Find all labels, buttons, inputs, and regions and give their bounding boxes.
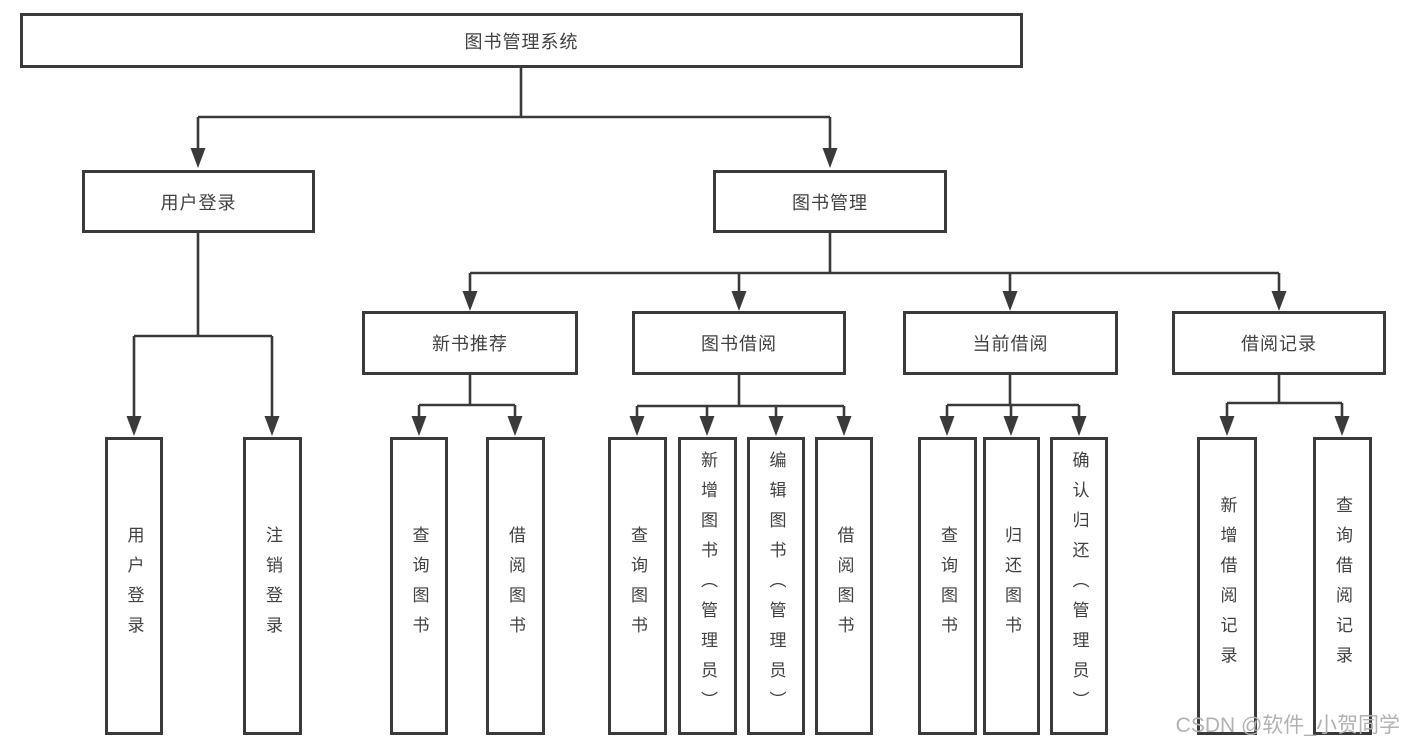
leaf-query-books-3: 查询图书 [918, 437, 977, 735]
leaf-add-book-admin: 新增图书（管理员） [678, 437, 737, 735]
leaf-borrow-books-1: 借阅图书 [486, 437, 545, 735]
leaf-logout: 注销登录 [243, 437, 302, 735]
leaf-confirm-return-admin: 确认归还（管理员） [1050, 437, 1108, 735]
node-book-management: 图书管理 [713, 170, 947, 233]
node-book-borrow: 图书借阅 [632, 311, 846, 375]
leaf-return-book: 归还图书 [983, 437, 1040, 735]
leaf-borrow-books-2: 借阅图书 [815, 437, 873, 735]
node-borrow-records: 借阅记录 [1172, 311, 1386, 375]
leaf-add-borrow-record: 新增借阅记录 [1197, 437, 1257, 735]
node-new-book-recommend: 新书推荐 [362, 311, 578, 375]
node-current-borrow: 当前借阅 [903, 311, 1118, 375]
leaf-query-books-2: 查询图书 [608, 437, 667, 735]
leaf-user-login: 用户登录 [105, 437, 163, 735]
leaf-query-books-1: 查询图书 [390, 437, 448, 735]
node-user-login: 用户登录 [82, 170, 315, 233]
node-root: 图书管理系统 [20, 13, 1023, 68]
leaf-query-borrow-record: 查询借阅记录 [1313, 437, 1372, 735]
csdn-watermark: CSDN @软件_小贺同学 [1175, 714, 1400, 737]
leaf-edit-book-admin: 编辑图书（管理员） [747, 437, 805, 735]
